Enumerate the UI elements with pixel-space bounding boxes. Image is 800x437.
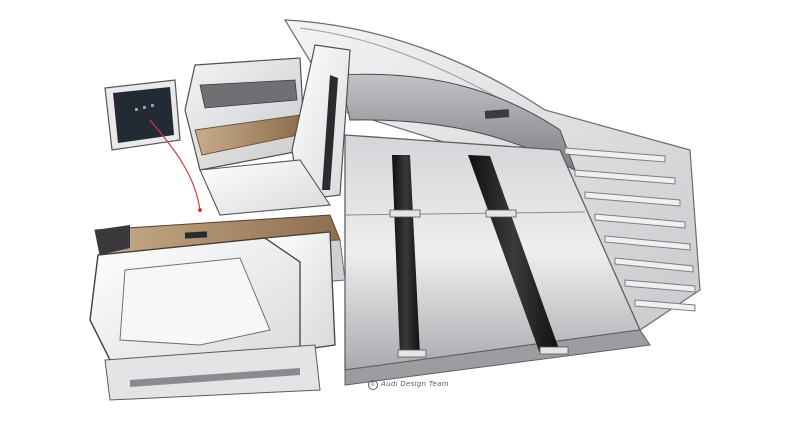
credit-caption: ©Audi Design Team — [368, 380, 449, 390]
seat-cushion-upper — [199, 159, 331, 216]
side-vent-slats — [564, 147, 696, 312]
cargo-floor — [344, 134, 651, 386]
rear-seat-back — [291, 44, 351, 201]
front-seat — [89, 231, 336, 401]
copyright-icon: © — [368, 380, 378, 390]
display-screen-icon — [104, 79, 181, 151]
door-panel — [184, 57, 306, 171]
cargo-straps — [389, 155, 569, 358]
credit-text: Audi Design Team — [381, 380, 449, 388]
annotation-line — [149, 119, 202, 212]
